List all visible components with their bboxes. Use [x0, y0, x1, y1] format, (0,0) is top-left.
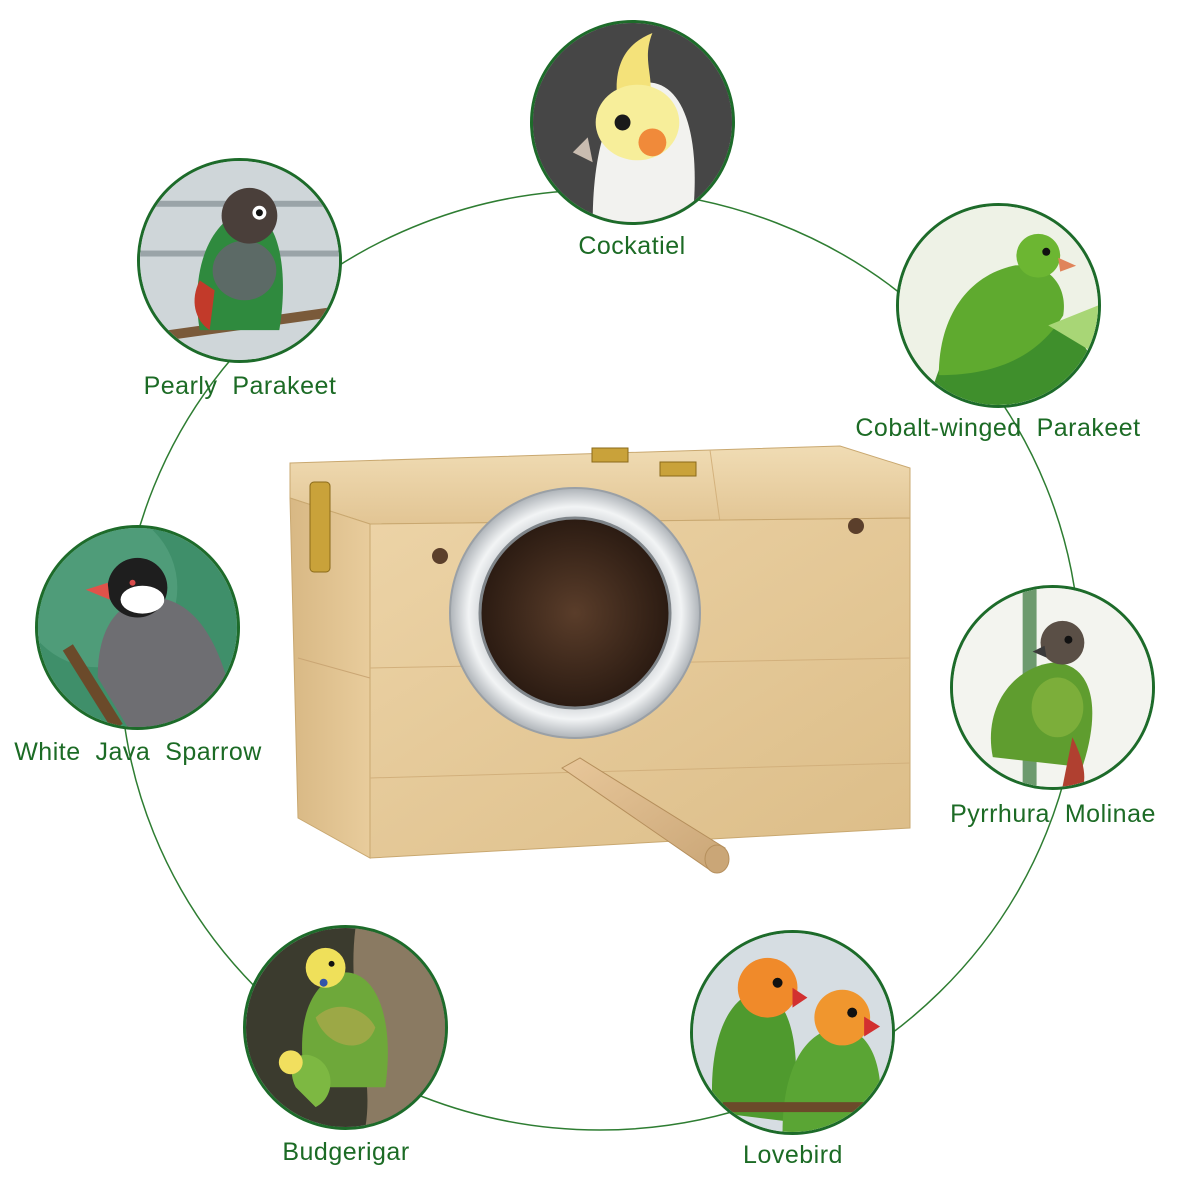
bird-label-cobalt-winged-parakeet: Cobalt-winged Parakeet [855, 414, 1141, 442]
wooden-nest-box-icon [289, 445, 911, 874]
pearly-parakeet-photo [137, 158, 342, 363]
bird-label-pearly-parakeet: Pearly Parakeet [143, 372, 337, 400]
nest-box-image [280, 438, 920, 888]
green-parakeet-icon [899, 206, 1098, 405]
bird-label-lovebird: Lovebird [743, 1141, 843, 1169]
bird-label-cockatiel: Cockatiel [578, 232, 686, 260]
cockatiel-icon [533, 23, 732, 222]
bird-label-budgerigar: Budgerigar [282, 1138, 410, 1166]
conure-icon [953, 588, 1152, 787]
cockatiel-photo [530, 20, 735, 225]
budgerigar-photo [243, 925, 448, 1130]
lovebird-photo [690, 930, 895, 1135]
lovebird-icon [693, 933, 892, 1132]
white-java-sparrow-photo [35, 525, 240, 730]
java-sparrow-icon [38, 528, 237, 727]
parakeet-icon [140, 161, 339, 360]
pyrrhura-molinae-photo [950, 585, 1155, 790]
bird-label-pyrrhura-molinae: Pyrrhura Molinae [950, 800, 1156, 828]
bird-label-white-java-sparrow: White Java Sparrow [14, 738, 262, 766]
cobalt-winged-parakeet-photo [896, 203, 1101, 408]
budgerigar-icon [246, 928, 445, 1127]
